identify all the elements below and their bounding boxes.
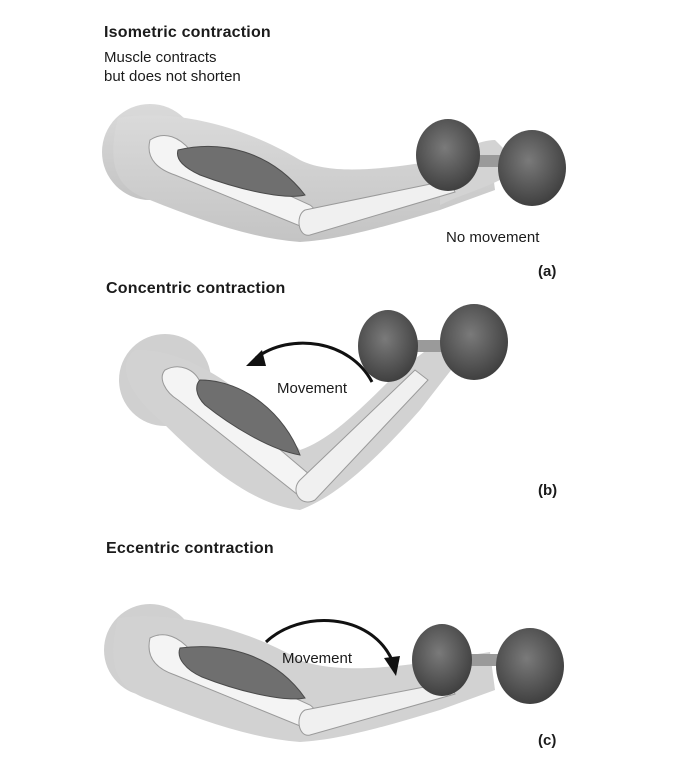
dumbbell (416, 119, 566, 206)
title-concentric: Concentric contraction (106, 280, 286, 297)
panel-tag-c: (c) (538, 732, 557, 749)
forearm-bones (298, 681, 456, 736)
no-movement-label: No movement (446, 229, 540, 246)
movement-label-concentric: Movement (277, 380, 348, 397)
title-eccentric: Eccentric contraction (106, 540, 274, 557)
movement-arrow (246, 341, 374, 383)
forearm-bones (298, 179, 456, 236)
arm-illustration-concentric (119, 304, 508, 510)
dumbbell (358, 304, 508, 382)
panel-tag-b: (b) (538, 482, 558, 499)
movement-arrow (264, 619, 400, 676)
panel-tag-a: (a) (538, 263, 557, 280)
forearm-bones (295, 369, 429, 503)
panel-concentric: Concentric contraction Movement (b) (0, 270, 693, 520)
movement-label-eccentric: Movement (282, 650, 353, 667)
biceps-muscle (196, 379, 301, 456)
dumbbell (412, 624, 564, 704)
arm-illustration-eccentric (104, 604, 564, 742)
panel-eccentric: Eccentric contraction Movement (c) (0, 520, 693, 771)
title-isometric: Isometric contraction (104, 24, 271, 41)
panel-isometric: Isometric contraction Muscle contracts b… (0, 0, 693, 280)
biceps-muscle (176, 145, 306, 197)
arm-illustration-isometric (102, 104, 566, 242)
biceps-muscle (178, 646, 306, 700)
subtitle-line-1: Muscle contracts (104, 49, 217, 66)
subtitle-line-2: but does not shorten (104, 68, 241, 85)
